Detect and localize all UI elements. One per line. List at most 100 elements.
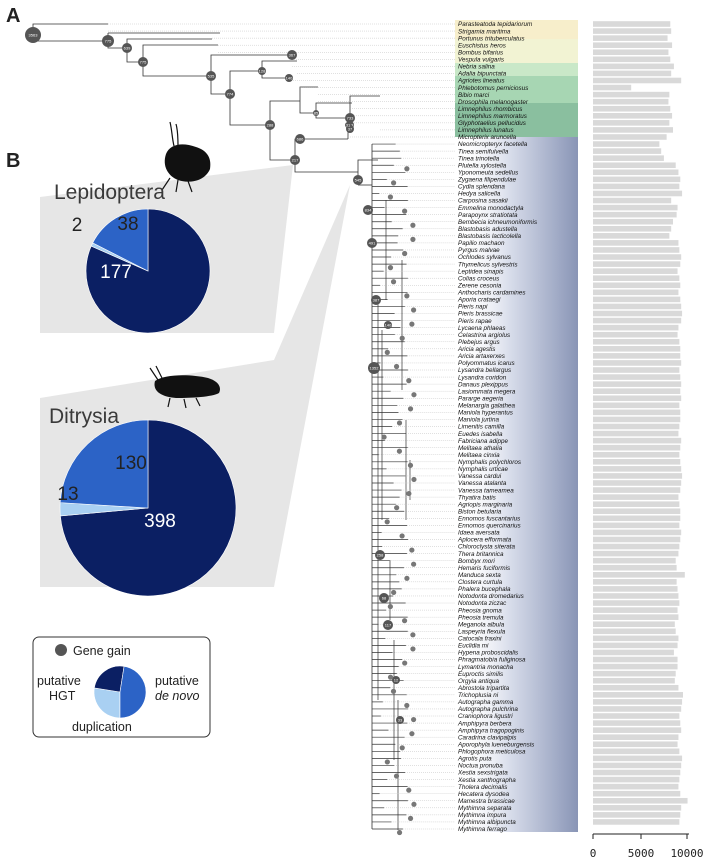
genome-size-bar: [593, 155, 664, 161]
genome-size-bar: [593, 437, 682, 444]
species-label: Ennomos quercinarius: [458, 523, 522, 530]
genome-size-bar: [593, 148, 662, 154]
legend-denovo-line2: de novo: [155, 689, 200, 703]
genome-size-bar: [593, 317, 682, 324]
genome-size-bar: [593, 564, 677, 571]
pie-title-ditrysia: Ditrysia: [49, 405, 119, 428]
genome-size-bar: [593, 374, 681, 380]
species-label: Euclidia mi: [458, 643, 489, 650]
species-label: Tinea semifulvella: [458, 148, 509, 155]
genome-size-bar: [593, 282, 681, 289]
species-label: Vanessa tameamea: [458, 487, 514, 494]
species-label: Trichoplusia ni: [458, 692, 499, 699]
gene-gain-node: 140: [384, 321, 392, 329]
gene-gain-node: 387: [371, 295, 381, 305]
genome-size-bar: [593, 734, 679, 741]
genome-size-bar: [593, 247, 680, 253]
genome-size-bar: [593, 98, 669, 105]
gene-gain-node-small: [396, 448, 403, 454]
pie-label-hgt: 13: [57, 484, 78, 505]
species-label: Leptidea sinapis: [458, 268, 504, 275]
species-label: Notodonta ziczac: [458, 600, 507, 607]
species-label: Lasiommata megera: [458, 388, 516, 395]
svg-text:288: 288: [267, 123, 274, 128]
genome-size-bar: [593, 790, 681, 797]
species-label: Zygaena filipendulae: [457, 177, 517, 184]
genome-size-bar: [593, 56, 671, 63]
genome-size-bar: [593, 628, 676, 635]
species-label: Agriopis marginaria: [457, 501, 513, 508]
genome-size-bar: [593, 607, 678, 613]
species-label: Pieris rapae: [458, 318, 492, 325]
species-label: Clostera curtula: [458, 579, 503, 586]
genome-size-bar: [593, 480, 682, 486]
gene-gain-node-small: [409, 731, 415, 737]
species-label: Aporia crataegi: [457, 297, 501, 304]
gene-gain-node-small: [393, 773, 400, 779]
species-label: Lymantria monacha: [458, 664, 514, 671]
x-tick-0: 0: [590, 847, 597, 858]
species-label: Blastobasis lacticolella: [458, 233, 521, 240]
genome-size-bar: [593, 240, 679, 246]
x-tick-5000: 5000: [628, 847, 655, 858]
genome-size-bar: [593, 134, 667, 140]
genome-size-bar: [593, 42, 673, 48]
svg-text:775: 775: [140, 60, 147, 65]
svg-text:217: 217: [292, 158, 299, 163]
species-label: Blastobasis adustella: [458, 226, 518, 233]
species-label: Nymphalis urticae: [458, 466, 509, 473]
genome-size-bar: [593, 268, 678, 274]
species-label: Xestia sexstrigata: [457, 770, 508, 777]
svg-text:834: 834: [365, 208, 372, 213]
gene-gain-node-small: [384, 519, 390, 525]
svg-text:686: 686: [297, 137, 304, 142]
genome-size-bar: [593, 218, 673, 225]
genome-size-bar: [593, 487, 681, 493]
genome-size-bar: [593, 508, 681, 515]
species-label: Biston betularia: [458, 508, 502, 515]
gene-gain-node: 258: [375, 550, 385, 560]
genome-size-bar: [593, 656, 678, 663]
clade-color-bands: [455, 20, 578, 832]
gene-gain-node-small: [410, 236, 416, 242]
species-label: Ennomos fuscantarius: [458, 515, 521, 522]
genome-size-bar: [593, 529, 682, 536]
species-label: Parasteatoda tepidariorum: [458, 21, 532, 28]
genome-size-bar: [593, 49, 669, 56]
species-label: Chloroclysta siterata: [458, 544, 516, 551]
genome-size-bar: [593, 169, 679, 176]
species-label: Pyrgus malvae: [458, 247, 500, 254]
species-label: Zerene cesonia: [457, 282, 502, 289]
species-label: Autographa gamma: [457, 699, 514, 706]
species-label: Notodonta dromedarius: [458, 593, 525, 600]
genome-size-bar: [593, 120, 670, 126]
gene-gain-node-small: [381, 434, 387, 440]
species-label: Noctua pronuba: [458, 763, 503, 770]
bar-chart-axis: 0 5000 10000: [590, 833, 704, 858]
genome-size-bar: [593, 720, 681, 726]
svg-text:68: 68: [382, 596, 387, 601]
species-label: Aplocera efformata: [457, 537, 512, 544]
species-label: Bombyx mori: [458, 558, 495, 565]
gene-gain-node-small: [411, 801, 417, 807]
species-label: Strigamia maritima: [458, 28, 511, 35]
species-label: Hypena proboscidalis: [458, 650, 519, 657]
species-label: Mamestra brassicae: [458, 798, 515, 805]
genome-size-bar: [593, 197, 672, 204]
gene-gain-node-small: [407, 815, 414, 822]
svg-text:31: 31: [346, 123, 351, 128]
species-label: Plutella xylostella: [458, 162, 507, 169]
genome-size-bar: [593, 543, 680, 550]
genome-size-bar-chart: [593, 21, 688, 825]
genome-size-bar: [593, 459, 681, 465]
gene-gain-node: 85: [313, 110, 319, 116]
species-label: Vespula vulgaris: [458, 57, 505, 64]
species-label: Plebejus argus: [458, 339, 501, 346]
genome-size-bar: [593, 593, 679, 599]
pie-label-duplication: 398: [144, 511, 176, 532]
genome-size-bar: [593, 296, 681, 303]
genome-size-bar: [593, 642, 678, 649]
species-label: Drosophila melanogaster: [458, 99, 529, 106]
genome-size-bar: [593, 360, 682, 366]
